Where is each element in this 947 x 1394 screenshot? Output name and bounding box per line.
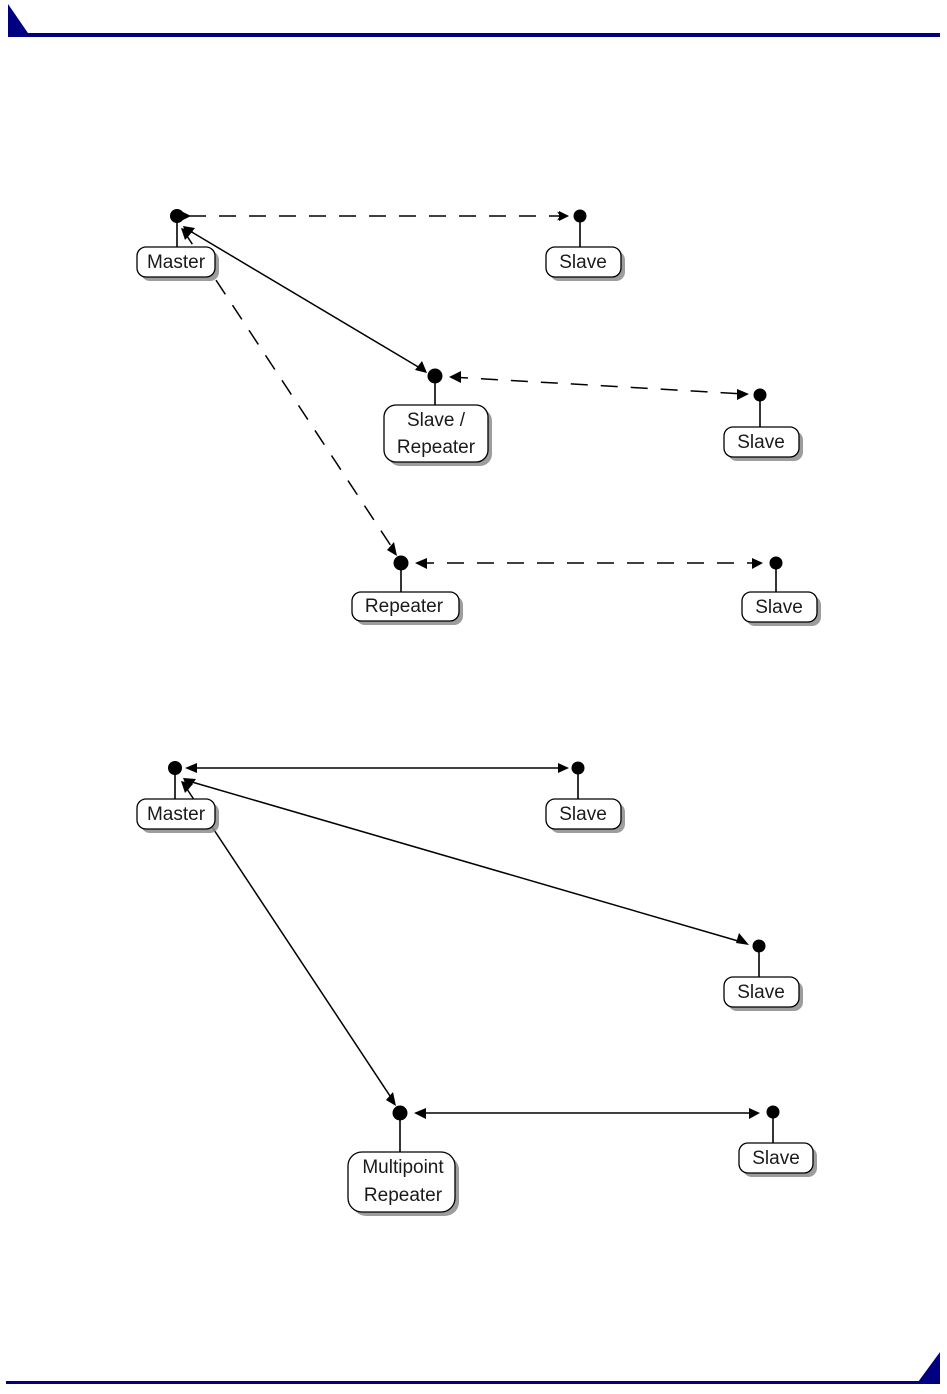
- link-line: [182, 782, 395, 1103]
- link-multipoint-repeater-slave-bottom: [414, 1108, 760, 1119]
- node-label-line-1: Multipoint: [362, 1157, 444, 1178]
- link-master-slave-repeater: [183, 226, 427, 373]
- link-slave-repeater-slave-mid: [449, 371, 749, 400]
- node-box: [383, 404, 489, 463]
- node-box: [741, 591, 818, 623]
- node-slave-mid[interactable]: Slave: [723, 388, 803, 462]
- node-label-line-1: Slave /: [407, 410, 466, 431]
- node-label-line-2: Repeater: [397, 437, 476, 458]
- node-dot: [170, 209, 184, 223]
- node-repeater[interactable]: Repeater: [351, 555, 463, 626]
- node-label: Master: [147, 252, 206, 273]
- node-box: [136, 798, 216, 830]
- node-label: Master: [147, 804, 206, 825]
- footer-corner-triangle: [918, 1352, 940, 1382]
- arrowhead-left: [414, 1108, 426, 1119]
- arrowhead-left: [415, 558, 427, 569]
- arrowhead-end: [415, 361, 427, 373]
- header-rule-line: [8, 33, 940, 37]
- node-slave-repeater[interactable]: Slave / Repeater: [383, 368, 492, 467]
- node-master[interactable]: Master: [136, 761, 219, 833]
- node-box: [351, 591, 460, 622]
- node-slave-right[interactable]: Slave: [723, 939, 803, 1012]
- arrowhead-left: [185, 763, 197, 773]
- arrowhead-start: [181, 781, 193, 793]
- node-dot: [571, 761, 585, 775]
- node-dot: [752, 939, 766, 953]
- node-box: [723, 426, 800, 458]
- node-dot: [392, 1105, 408, 1121]
- arrowhead-end: [387, 542, 397, 556]
- arrowhead-right: [749, 1108, 760, 1119]
- node-slave-top[interactable]: Slave: [545, 761, 625, 834]
- arrowhead-end: [736, 933, 749, 945]
- node-label-line-2: Repeater: [364, 1185, 443, 1206]
- node-box: [738, 1142, 814, 1174]
- node-label: Slave: [737, 432, 785, 453]
- repeater-topology-diagram: Master Slave Slave / Repeater: [133, 188, 823, 628]
- node-slave-top[interactable]: Slave: [545, 209, 625, 282]
- link-repeater-slave-bottom: [415, 558, 763, 569]
- multipoint-repeater-topology-diagram: Master Slave Slave: [133, 740, 823, 1230]
- node-box: [545, 246, 622, 278]
- node-dot: [766, 1105, 780, 1119]
- link-line: [182, 229, 396, 553]
- footer-rule-line: [6, 1381, 940, 1384]
- node-dot: [573, 209, 587, 223]
- arrowhead-end: [386, 1092, 396, 1106]
- node-label: Slave: [559, 804, 607, 825]
- arrowhead-right: [559, 211, 569, 221]
- arrowhead-right: [558, 763, 569, 773]
- link-line: [184, 227, 426, 372]
- node-label: Repeater: [365, 596, 444, 617]
- node-label: Slave: [752, 1148, 800, 1169]
- arrowhead-left: [449, 371, 461, 383]
- header-rule-group: [8, 4, 940, 37]
- link-master-slave-top: [185, 763, 569, 773]
- node-label: Slave: [559, 252, 607, 273]
- footer-rule-group: [6, 1352, 940, 1384]
- arrowhead-right: [737, 389, 749, 400]
- node-multipoint-repeater[interactable]: Multipoint Repeater: [347, 1105, 459, 1217]
- link-master-multipoint-repeater: [181, 781, 396, 1106]
- node-dot: [769, 556, 783, 570]
- node-box: [347, 1151, 456, 1213]
- link-line: [184, 779, 746, 944]
- node-slave-bottom[interactable]: Slave: [741, 556, 821, 627]
- node-box: [545, 798, 622, 830]
- header-corner-triangle: [8, 4, 30, 36]
- node-box: [723, 976, 800, 1008]
- node-slave-bottom[interactable]: Slave: [738, 1105, 817, 1178]
- link-master-repeater: [181, 228, 397, 556]
- link-master-slave-right: [183, 778, 749, 945]
- link-line: [450, 376, 746, 395]
- node-dot: [168, 761, 182, 775]
- arrowhead-right: [752, 558, 763, 569]
- node-dot: [393, 555, 409, 571]
- arrowhead-start: [181, 228, 193, 240]
- node-box: [136, 246, 216, 278]
- node-master[interactable]: Master: [136, 209, 219, 281]
- node-label: Slave: [755, 597, 803, 618]
- node-label: Slave: [737, 982, 785, 1003]
- node-dot: [753, 388, 767, 402]
- node-dot: [427, 368, 443, 384]
